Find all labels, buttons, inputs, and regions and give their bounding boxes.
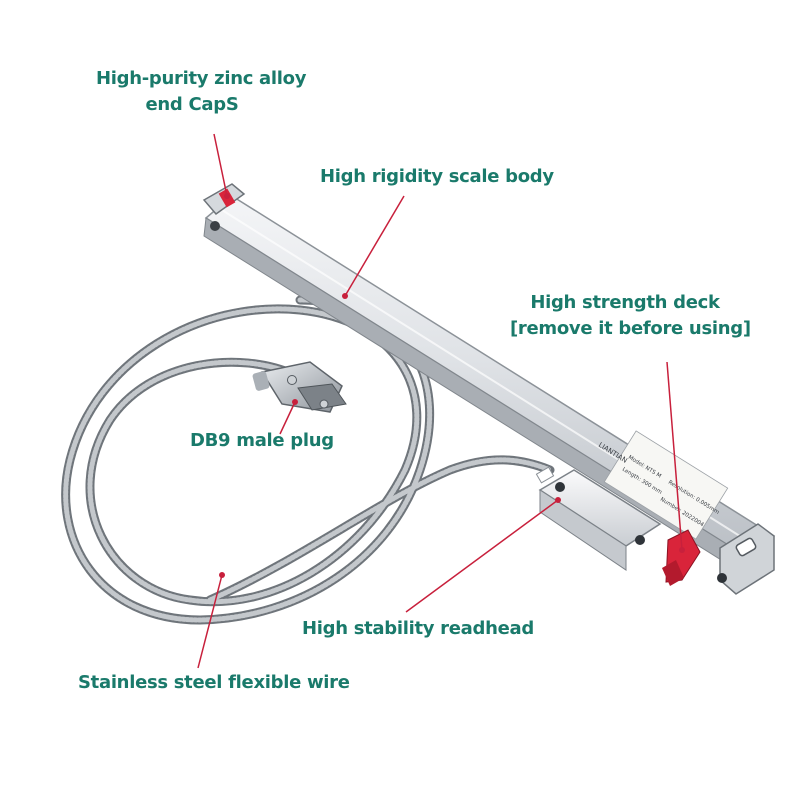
end-cap-right [717,523,775,595]
callout-wire-line1: Stainless steel flexible wire [78,672,350,693]
callout-db9: DB9 male plug [190,428,334,454]
db9-plug [252,361,347,413]
spec-label: LIANTIAN Model: NTS M Resolution: 0.005m… [597,430,729,540]
callout-end-caps: High-purity zinc alloy end CapS [96,66,307,118]
callout-scale-body-line1: High rigidity scale body [320,166,554,187]
callout-end-caps-line2: end CapS [145,94,239,115]
callout-wire: Stainless steel flexible wire [78,670,350,696]
readhead [535,466,662,571]
callout-deck-line2: [remove it before using] [510,318,751,339]
leader-dots [219,193,685,578]
callout-end-caps-line1: High-purity zinc alloy [96,68,307,89]
callout-deck: High strength deck [remove it before usi… [510,290,751,342]
callout-readhead-line1: High stability readhead [302,618,534,639]
callout-readhead: High stability readhead [302,616,534,642]
leader-lines [197,133,683,669]
callout-deck-line1: High strength deck [530,292,720,313]
red-deck [662,529,701,586]
callout-scale-body: High rigidity scale body [320,164,554,190]
callout-db9-line1: DB9 male plug [190,430,334,451]
stainless-wire [61,295,555,625]
